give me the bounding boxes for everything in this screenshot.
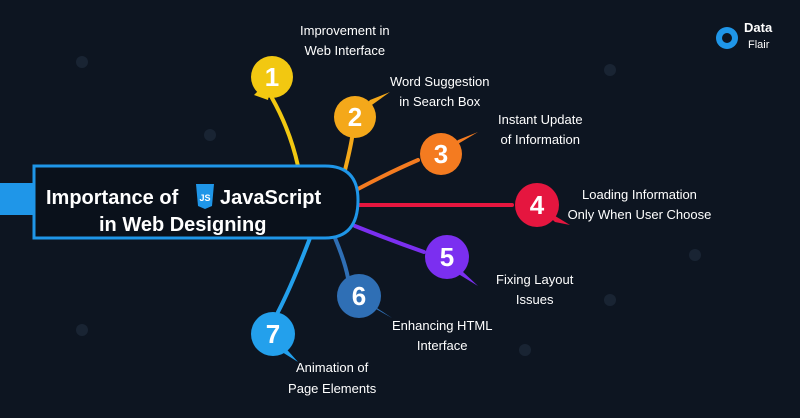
pin-circle-4 [515,183,559,227]
pin-number-5: 5 [440,242,454,272]
number-pin-4: 4 [515,183,570,227]
title-box-left-tab [0,183,34,215]
title-suffix: JavaScript [220,187,322,209]
branch-label-6-line2: Interface [417,338,468,353]
pin-number-1: 1 [265,62,279,92]
watermark-layer [76,56,701,356]
branch-label-7-line1: Animation of [296,360,369,375]
branch-line-3 [354,158,420,192]
js-badge-label: JS [199,193,210,203]
watermark-logo-icon [204,129,216,141]
js-shield-icon: JS [196,184,214,209]
pin-circle-6 [337,274,381,318]
branch-line-6 [333,236,350,280]
branch-label-2-line1: Word Suggestion [390,74,490,89]
branch-label-3-line2: of Information [501,132,581,147]
pin-circle-3 [420,133,462,175]
pin-number-3: 3 [434,139,448,169]
branch-label-1-line2: Web Interface [304,43,385,58]
branch-label-4-line2: Only When User Choose [568,207,712,222]
number-pin-2: 2 [334,92,390,138]
branch-label-7-line2: Page Elements [288,381,377,396]
branch-line-1 [270,96,300,168]
branch-line-2 [343,136,354,172]
pin-circle-1 [251,56,293,98]
title-line2: in Web Designing [99,214,266,236]
pin-circle-5 [425,235,469,279]
branch-label-5-line2: Issues [516,292,554,307]
pin-number-6: 6 [352,281,366,311]
watermark-logo-icon [604,64,616,76]
pin-number-7: 7 [266,319,280,349]
branch-lines [270,96,514,314]
branch-line-7 [276,236,312,314]
number-pin-7: 7 [251,312,298,362]
branch-label-1-line1: Improvement in [300,23,390,38]
watermark-logo-icon [76,324,88,336]
dataflair-logo: Data Flair [716,20,773,51]
pin-number-4: 4 [530,190,545,220]
watermark-logo-icon [604,294,616,306]
branch-label-2-line2: in Search Box [399,94,480,109]
number-pin-6: 6 [337,274,392,318]
branch-line-5 [353,224,426,254]
watermark-logo-icon [76,56,88,68]
branch-label-5-line1: Fixing Layout [496,272,574,287]
watermark-logo-icon [519,344,531,356]
title-box-frame [32,164,360,240]
branch-label-4-line1: Loading Information [582,187,697,202]
number-pin-1: 1 [251,56,293,100]
branch-label-6-line1: Enhancing HTML [392,318,492,333]
number-pin-3: 3 [420,132,478,175]
number-pin-5: 5 [425,235,478,286]
pin-number-2: 2 [348,102,362,132]
title-box: Importance of JS JavaScript in Web Desig… [0,164,360,240]
watermark-logo-icon [689,249,701,261]
logo-line1: Data [744,20,773,35]
logo-line2: Flair [748,39,770,51]
number-pins: 1 2 3 4 5 6 7 [251,56,570,362]
title-prefix: Importance of [46,187,179,209]
pin-circle-2 [334,96,376,138]
pin-circle-7 [251,312,295,356]
branch-label-3-line1: Instant Update [498,112,583,127]
